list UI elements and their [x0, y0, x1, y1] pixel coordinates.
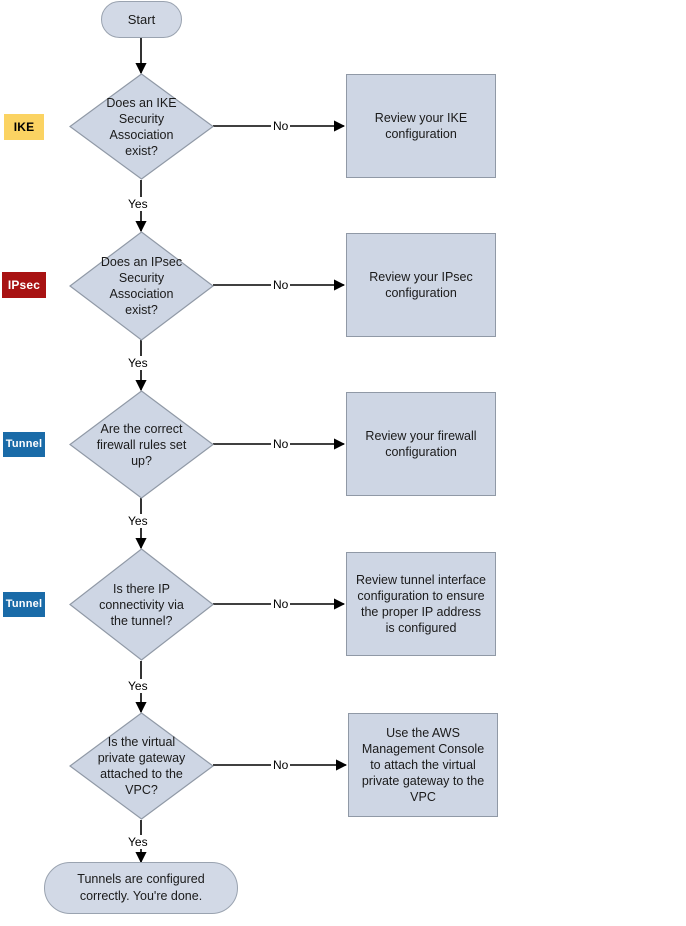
node-decision-ipsec-label: Does an IPsec Security Association exist… — [100, 255, 183, 317]
node-end-label: Tunnels are configured correctly. You're… — [77, 872, 205, 903]
node-action-firewall[interactable]: Review your firewall configuration — [346, 392, 496, 496]
phase-label-tunnel-2-text: Tunnel — [5, 598, 43, 610]
phase-label-ipsec-text: IPsec — [7, 278, 41, 292]
node-action-ike-label: Review your IKE configuration — [374, 111, 468, 141]
node-action-firewall-label: Review your firewall configuration — [365, 429, 477, 459]
node-end[interactable]: Tunnels are configured correctly. You're… — [44, 862, 238, 914]
edge-label-no-vgw: No — [271, 758, 291, 772]
phase-label-ike: IKE — [4, 114, 44, 140]
node-decision-ipconn[interactable]: Is there IP connectivity via the tunnel? — [69, 548, 214, 661]
phase-label-tunnel-1-text: Tunnel — [5, 438, 43, 450]
node-action-ipconn-label: Review tunnel interface configuration to… — [356, 573, 486, 635]
node-decision-ike[interactable]: Does an IKE Security Association exist? — [69, 73, 214, 180]
node-start[interactable]: Start — [101, 1, 182, 38]
node-decision-vgw-label: Is the virtual private gateway attached … — [97, 735, 186, 797]
edge-label-no-ike: No — [271, 119, 291, 133]
edge-label-yes-vgw: Yes — [126, 835, 150, 849]
node-decision-vgw[interactable]: Is the virtual private gateway attached … — [69, 712, 214, 820]
node-decision-firewall-label: Are the correct firewall rules set up? — [96, 421, 187, 468]
edge-label-no-firewall: No — [271, 437, 291, 451]
node-action-ipconn[interactable]: Review tunnel interface configuration to… — [346, 552, 496, 656]
edge-label-no-ipconn: No — [271, 597, 291, 611]
node-decision-ipconn-label: Is there IP connectivity via the tunnel? — [99, 581, 184, 628]
node-action-vgw-label: Use the AWS Management Console to attach… — [361, 726, 485, 804]
phase-label-tunnel-2: Tunnel — [3, 592, 45, 617]
node-action-vgw[interactable]: Use the AWS Management Console to attach… — [348, 713, 498, 817]
node-decision-firewall[interactable]: Are the correct firewall rules set up? — [69, 390, 214, 499]
node-action-ipsec[interactable]: Review your IPsec configuration — [346, 233, 496, 337]
node-action-ipsec-label: Review your IPsec configuration — [369, 270, 473, 300]
node-start-label: Start — [127, 12, 156, 27]
phase-label-ipsec: IPsec — [2, 272, 46, 298]
phase-label-ike-text: IKE — [13, 120, 35, 134]
node-decision-ike-label: Does an IKE Security Association exist? — [106, 95, 177, 158]
node-decision-ipsec[interactable]: Does an IPsec Security Association exist… — [69, 231, 214, 341]
edge-label-no-ipsec: No — [271, 278, 291, 292]
edge-label-yes-ipconn: Yes — [126, 679, 150, 693]
node-action-ike[interactable]: Review your IKE configuration — [346, 74, 496, 178]
edge-label-yes-firewall: Yes — [126, 514, 150, 528]
phase-label-tunnel-1: Tunnel — [3, 432, 45, 457]
edge-label-yes-ipsec: Yes — [126, 356, 150, 370]
edge-label-yes-ike: Yes — [126, 197, 150, 211]
